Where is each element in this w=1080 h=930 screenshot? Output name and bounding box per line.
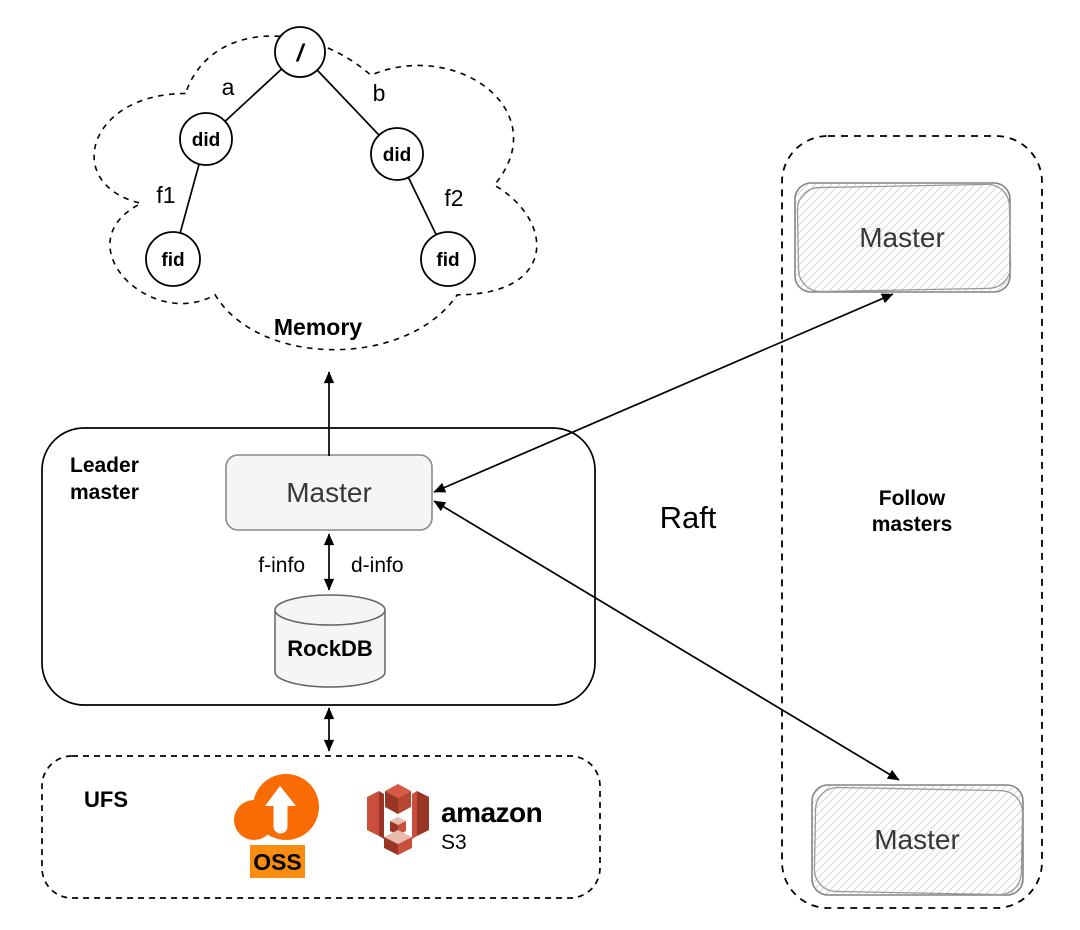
s3-label: S3	[441, 831, 467, 854]
oss-badge-label: OSS	[253, 849, 302, 875]
ufs-container	[41, 755, 601, 899]
tree-edge-label-f1: f1	[156, 182, 175, 208]
leader-master-label-line1: Leader	[70, 454, 139, 477]
arrow-raft-follower-bottom	[433, 500, 900, 781]
tree-node-did-right-label: did	[383, 145, 412, 166]
leader-master-box-label: Master	[286, 477, 372, 508]
tree-edge-label-f2: f2	[444, 185, 463, 211]
follower-master-bottom-label: Master	[874, 824, 960, 855]
memory-label: Memory	[274, 314, 362, 340]
tree-edge-label-b: b	[373, 80, 386, 106]
tree-edge-label-a: a	[222, 74, 235, 100]
oss-upload-arrow-icon	[265, 786, 296, 834]
rockdb-cylinder	[274, 594, 386, 688]
amazon-s3-logo: amazon S3	[367, 784, 543, 855]
arrow-raft-follower-top	[433, 293, 894, 493]
tree-node-root	[274, 26, 326, 78]
raft-label: Raft	[660, 500, 717, 535]
follow-masters-label-line1: Follow	[879, 487, 946, 510]
oss-badge	[250, 845, 305, 878]
rockdb-label: RockDB	[287, 636, 373, 661]
tree-node-fid-right	[420, 231, 476, 287]
follower-master-bottom-box: Master	[811, 784, 1024, 896]
follower-master-top-label: Master	[859, 222, 945, 253]
tree-node-did-right	[370, 127, 424, 181]
f-info-label: f-info	[258, 554, 305, 577]
d-info-label: d-info	[351, 554, 404, 577]
tree-node-did-left	[179, 112, 233, 166]
tree-node-root-label: /	[296, 40, 306, 67]
oss-logo: OSS	[234, 774, 319, 878]
ufs-label: UFS	[84, 787, 128, 812]
follow-masters-label-line2: masters	[872, 513, 953, 536]
amazon-label: amazon	[441, 797, 542, 828]
tree-node-did-left-label: did	[192, 130, 221, 151]
follower-master-top-box: Master	[794, 182, 1012, 293]
tree-node-fid-right-label: fid	[436, 250, 459, 271]
tree-node-fid-left	[145, 231, 201, 287]
oss-cloud-icon	[234, 774, 319, 840]
tree-node-fid-left-label: fid	[161, 250, 184, 271]
s3-bucket-icon	[367, 784, 429, 855]
leader-master-label-line2: master	[70, 481, 139, 504]
